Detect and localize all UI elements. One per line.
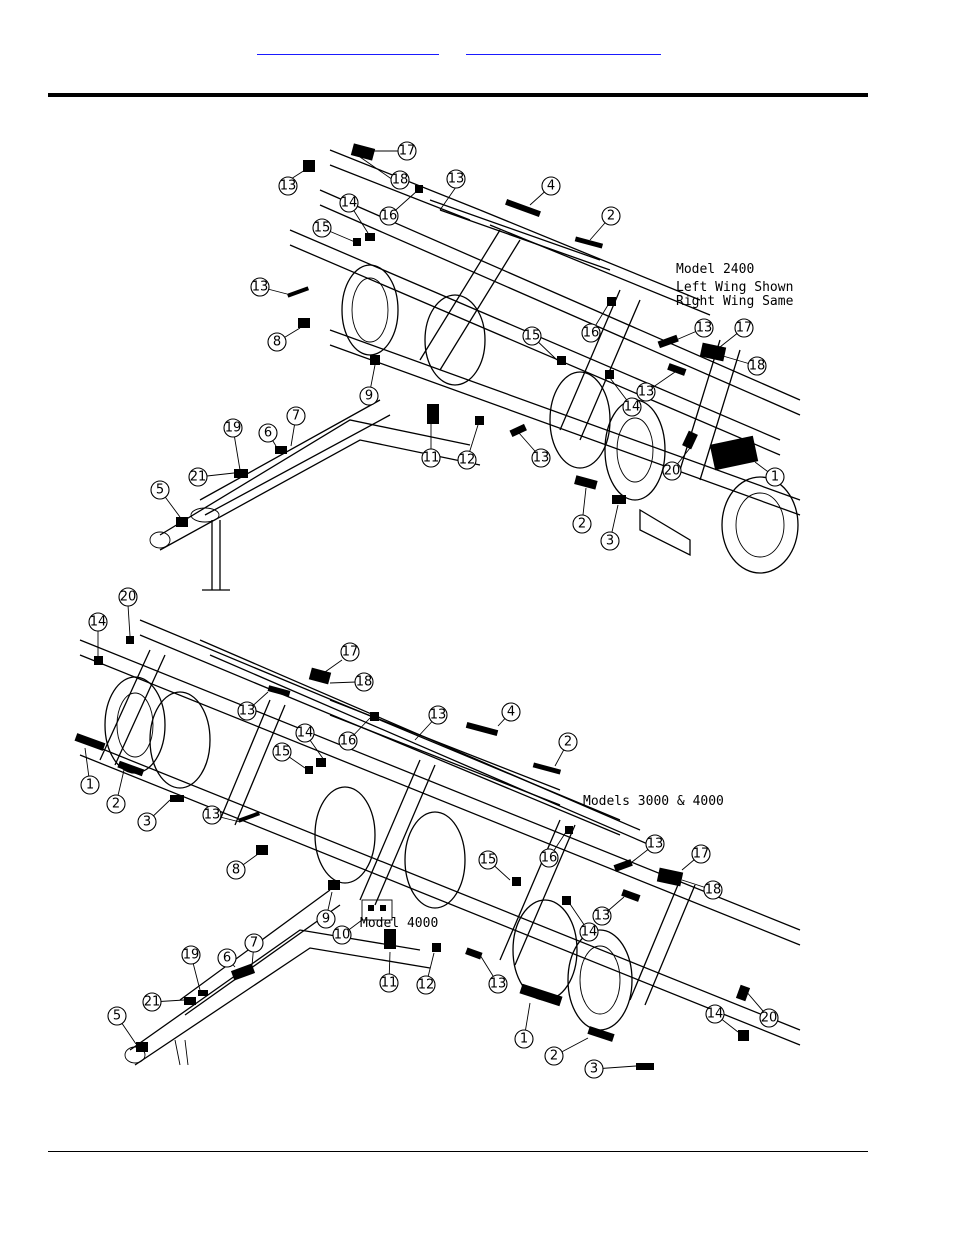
callout-label: 9	[365, 389, 373, 404]
callout-label: 13	[239, 704, 256, 719]
callout-label: 2	[112, 797, 120, 812]
callout-label: 17	[736, 321, 753, 336]
callout-label: 13	[430, 708, 447, 723]
callout-label: 13	[280, 179, 297, 194]
callout-label: 1	[86, 778, 94, 793]
callout-label: 3	[606, 534, 614, 549]
callout-label: 18	[749, 359, 766, 374]
callout-label: 16	[583, 326, 600, 341]
callout-label: 11	[423, 451, 440, 466]
callout-label: 20	[761, 1011, 778, 1026]
callout-label: 18	[356, 675, 373, 690]
note-model-4000: Model 4000	[360, 916, 438, 931]
callout-label: 15	[274, 745, 291, 760]
callout-label: 13	[204, 808, 221, 823]
callout-label: 14	[624, 400, 641, 415]
callout-label: 14	[90, 615, 107, 630]
callout-label: 8	[232, 863, 240, 878]
callout-label: 16	[541, 851, 558, 866]
callout-label: 13	[448, 172, 465, 187]
callout-label: 20	[120, 590, 137, 605]
note-wing-same: Right Wing Same	[676, 294, 794, 309]
callout-label: 18	[392, 173, 409, 188]
callout-label: 18	[705, 883, 722, 898]
callout-label: 4	[507, 705, 515, 720]
callout-label: 16	[381, 209, 398, 224]
diagram-bottom-decals	[75, 636, 751, 1070]
callout-label: 5	[113, 1009, 121, 1024]
callout-label: 2	[564, 735, 572, 750]
callout-label: 15	[524, 329, 541, 344]
callout-label: 2	[607, 209, 615, 224]
callout-label: 17	[693, 847, 710, 862]
diagram-top-callouts: 17 13 18 13 16 4 14 15 2 13 8 15 16 13 1…	[151, 142, 784, 550]
callout-label: 13	[696, 321, 713, 336]
callout-label: 6	[223, 951, 231, 966]
callout-label: 4	[547, 179, 555, 194]
callout-label: 14	[581, 925, 598, 940]
callout-label: 12	[459, 453, 476, 468]
callout-label: 13	[647, 837, 664, 852]
callout-label: 3	[590, 1062, 598, 1077]
callout-label: 20	[664, 464, 681, 479]
callout-label: 16	[340, 734, 357, 749]
callout-label: 2	[550, 1049, 558, 1064]
callout-label: 3	[143, 815, 151, 830]
callout-label: 17	[342, 645, 359, 660]
diagram-top-frame	[150, 150, 800, 590]
callout-label: 13	[638, 385, 655, 400]
callout-label: 14	[341, 196, 358, 211]
callout-label: 9	[322, 912, 330, 927]
callout-label: 12	[418, 978, 435, 993]
callout-label: 19	[183, 948, 200, 963]
callout-label: 13	[594, 909, 611, 924]
note-model: Model 2400	[676, 262, 754, 277]
callout-label: 11	[381, 976, 398, 991]
callout-label: 14	[707, 1007, 724, 1022]
callout-label: 13	[490, 977, 507, 992]
note-models: Models 3000 & 4000	[583, 794, 724, 809]
callout-label: 19	[225, 421, 242, 436]
callout-label: 7	[292, 409, 300, 424]
callout-label: 1	[520, 1032, 528, 1047]
callout-label: 10	[334, 928, 351, 943]
callout-label: 21	[144, 995, 161, 1010]
footer-rule	[48, 1151, 868, 1152]
callout-label: 5	[156, 483, 164, 498]
callout-label: 21	[190, 470, 207, 485]
callout-label: 15	[480, 853, 497, 868]
diagram-top-notes: Model 2400 Left Wing Shown Right Wing Sa…	[676, 262, 794, 309]
callout-label: 14	[297, 726, 314, 741]
callout-label: 8	[273, 335, 281, 350]
note-wing: Left Wing Shown	[676, 280, 793, 295]
callout-label: 15	[314, 221, 331, 236]
callout-label: 1	[771, 470, 779, 485]
callout-label: 13	[533, 451, 550, 466]
callout-label: 6	[264, 426, 272, 441]
callout-label: 7	[250, 936, 258, 951]
callout-label: 13	[252, 280, 269, 295]
callout-label: 2	[578, 517, 586, 532]
callout-label: 17	[399, 144, 416, 159]
